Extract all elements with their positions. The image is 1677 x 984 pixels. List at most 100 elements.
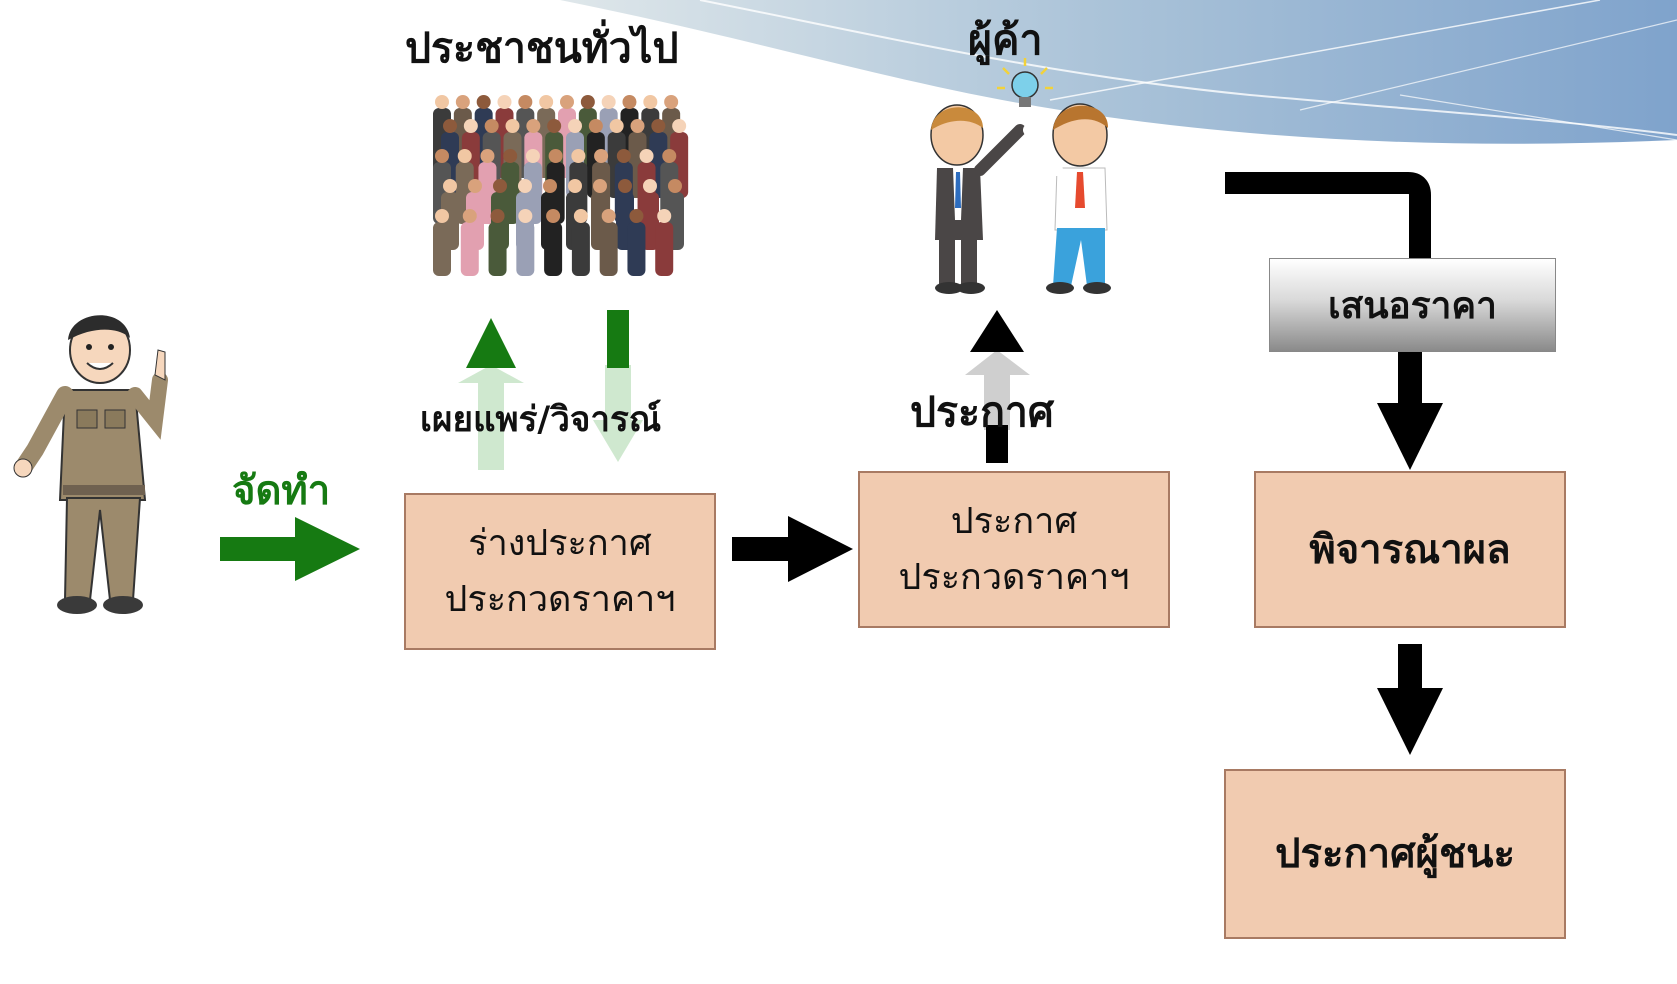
crowd-person-head [462,209,477,223]
crowd-person-head [518,95,533,109]
disseminate-label: เผยแพร่/วิจารณ์ [420,400,662,440]
crowd-person-head [455,95,470,109]
crowd-person-head [630,119,645,133]
grey-up-arrow-head [965,350,1030,375]
crowd-person-head [629,209,644,223]
draft-line-2: ประกวดราคาฯ [444,578,676,620]
crowd-person-body [599,222,618,276]
crowd-person-head [622,95,637,109]
crowd-person-head [594,149,609,163]
announce-winner-label: ประกาศผู้ชนะ [1275,831,1515,877]
crowd-person-head [568,179,582,193]
light-down-arrow-shaft [605,365,631,425]
crowd-person-body [460,222,479,276]
crowd-person-head [668,179,682,193]
crowd-person-head [571,149,586,163]
crowd-person-head [457,149,472,163]
crowd-person-head [503,149,518,163]
crowd-person-head [639,149,654,163]
crowd-person-head [539,95,554,109]
crowd-person-body [627,222,646,276]
crowd-person-head [484,119,499,133]
consider-result-label: พิจารณาผล [1309,526,1511,573]
crowd-person-head [543,179,557,193]
crowd-person-head [546,209,561,223]
result-down-arrow-head [1377,688,1443,755]
crowd-person-head [662,149,677,163]
crowd-person-head [601,209,616,223]
green-down-arrow [607,310,629,368]
crowd-person-head [643,179,657,193]
light-up-arrow-shaft [478,380,504,470]
black-right-arrow-shaft [732,537,794,561]
crowd-person-head [672,119,687,133]
announcement-line-1: ประกาศ [950,500,1078,542]
crowd-person-head [573,209,588,223]
officer-illustration [13,315,168,614]
crowd-person-head [616,149,631,163]
result-down-arrow-shaft [1398,644,1422,692]
light-down-arrow-head [593,420,643,462]
crowd-person-head [443,119,457,133]
green-right-arrow-shaft [220,537,300,561]
crowd-photo [433,95,689,276]
crowd-person-head [526,119,541,133]
draft-announcement-box: ร่างประกาศ ประกวดราคาฯ [404,493,716,650]
crowd-person-head [463,119,478,133]
prepare-label: จัดทำ [232,468,331,514]
consider-result-box: พิจารณาผล [1254,471,1566,628]
crowd-person-head [443,179,457,193]
crowd-person-head [580,95,595,109]
crowd-person-body [544,222,563,276]
crowd-person-head [490,209,505,223]
crowd-person-head [560,95,574,109]
grey-up-arrow-shaft [984,370,1010,430]
crowd-person-body [655,222,674,276]
crowd-person-head [468,179,482,193]
crowd-person-head [568,119,582,133]
crowd-person-head [435,95,449,109]
black-right-arrow-head [788,516,853,582]
merchants-illustration [930,58,1111,294]
green-up-arrow [466,318,516,368]
crowd-person-head [657,209,672,223]
crowd-person-body [488,222,507,276]
crowd-person-head [476,95,491,109]
crowd-person-body [433,222,451,276]
announce-winner-box: ประกาศผู้ชนะ [1224,769,1566,939]
crowd-person-head [548,149,563,163]
crowd-person-head [664,95,679,109]
green-right-arrow-head [295,517,360,581]
crowd-person-head [518,209,533,223]
crowd-person-head [505,119,520,133]
crowd-person-head [588,119,603,133]
crowd-person-head [601,95,616,109]
crowd-person-head [518,179,532,193]
crowd-person-body [571,222,590,276]
crowd-person-body [641,192,659,250]
crowd-person-head [651,119,666,133]
crowd-person-head [618,179,632,193]
crowd-person-head [435,149,449,163]
offer-price-box: เสนอราคา [1269,258,1556,352]
crowd-person-head [493,179,507,193]
draft-line-1: ร่างประกาศ [468,522,652,564]
offer-down-arrow-head [1377,403,1443,470]
offer-price-label: เสนอราคา [1328,283,1497,327]
crowd-person-head [609,119,624,133]
black-up-arrow-head [970,310,1024,352]
crowd-person-head [547,119,562,133]
merchant-label: ผู้ค้า [968,16,1043,64]
offer-down-arrow-shaft [1398,350,1422,408]
crowd-person-head [643,95,658,109]
crowd-person-head [593,179,607,193]
crowd-person-head [525,149,540,163]
announce-label: ประกาศ [910,388,1054,436]
public-label: ประชาชนทั่วไป [405,24,679,72]
black-up-arrow-shaft [986,425,1008,463]
announcement-line-2: ประกวดราคาฯ [898,556,1130,598]
announcement-box: ประกาศ ประกวดราคาฯ [858,471,1170,628]
crowd-person-head [497,95,512,109]
